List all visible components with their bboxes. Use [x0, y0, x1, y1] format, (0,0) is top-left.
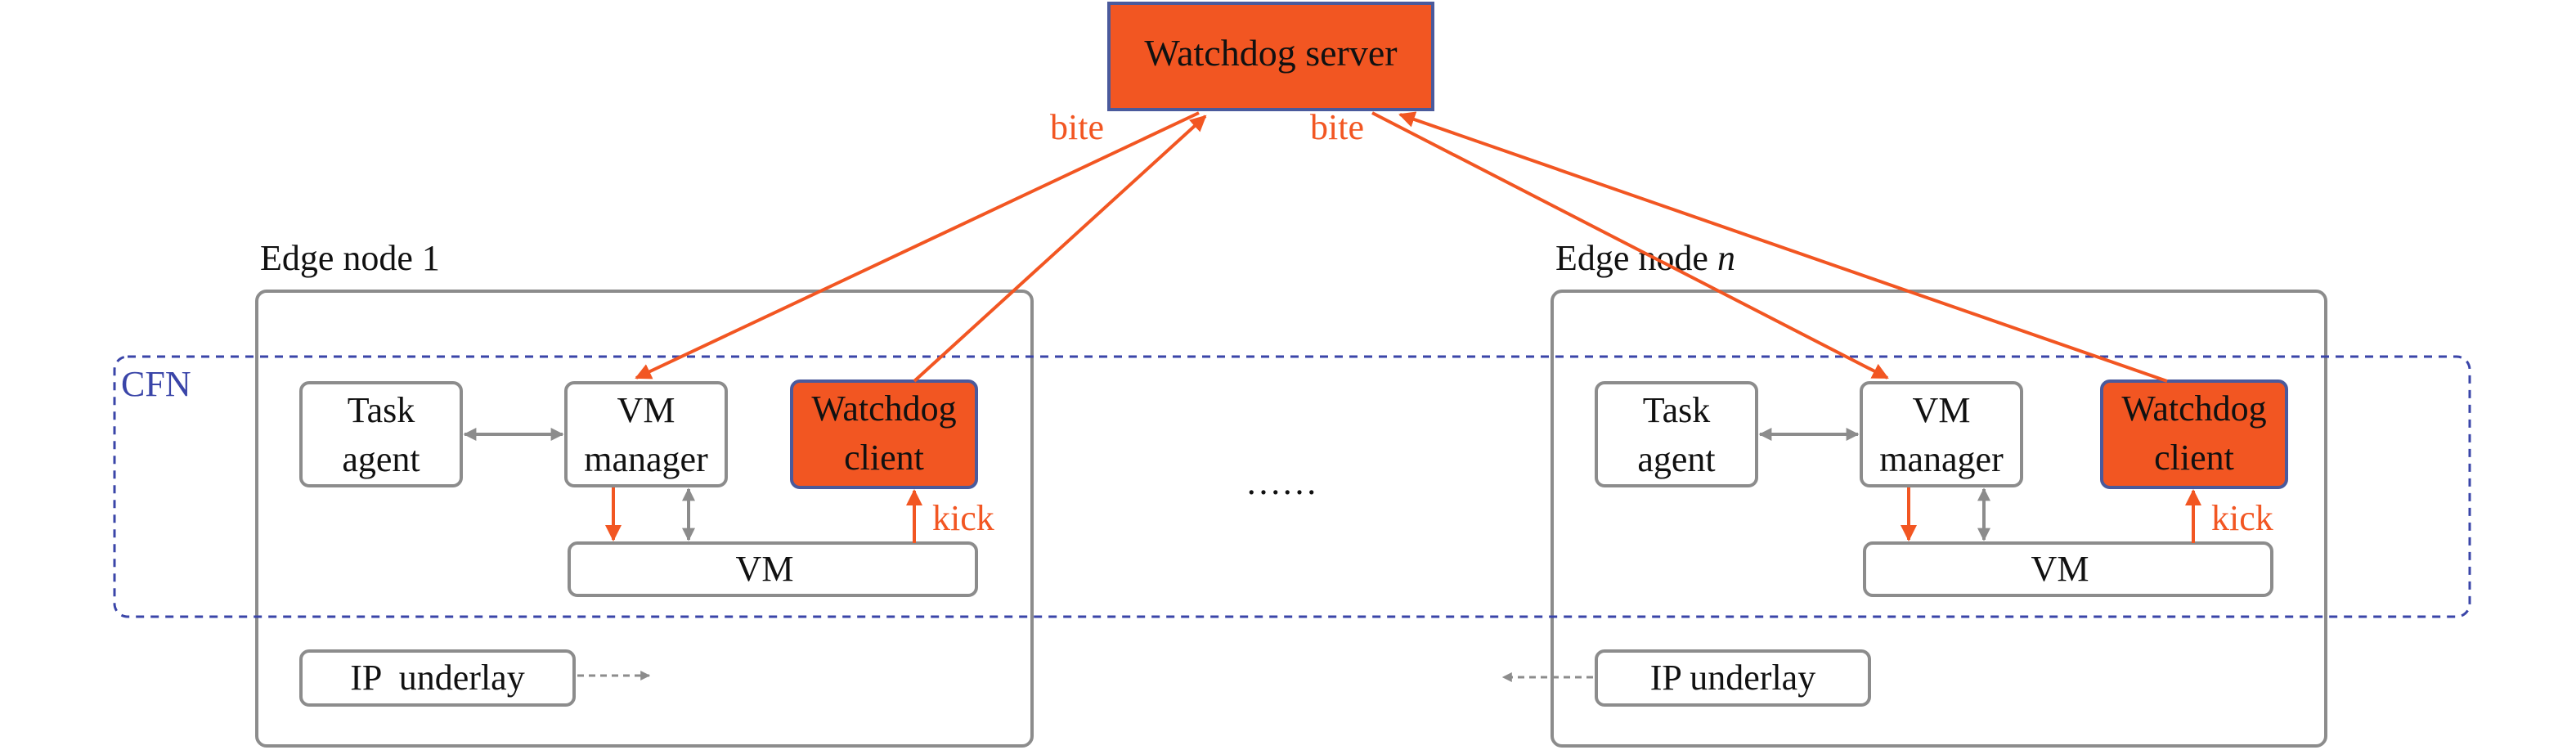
bite-arrow-noden	[1371, 111, 1889, 379]
watchdog-server-box	[1107, 2, 1434, 111]
node1-ip-underlay-box	[299, 649, 576, 707]
bite-label-right: bite	[1310, 107, 1364, 147]
edge-node-n-box	[1551, 290, 2327, 748]
client-to-server-arrow-node1	[913, 115, 1207, 383]
noden-vm-manager-box	[1860, 381, 2023, 487]
node1-vm-box	[568, 541, 978, 597]
noden-vm-label: VM	[2031, 549, 2089, 589]
bite-label-left: bite	[1050, 107, 1104, 147]
watchdog-server-label: Watchdog server	[1144, 32, 1397, 74]
cfn-label: CFN	[121, 364, 191, 404]
bite-arrow-node1	[635, 111, 1200, 379]
noden-kick-label: kick	[2211, 498, 2273, 538]
noden-watchdog-client-box	[2100, 379, 2288, 489]
node1-vm-manager-box	[564, 381, 728, 487]
node1-ip-underlay-label: IP underlay	[350, 658, 524, 698]
noden-ip-underlay-box	[1595, 649, 1871, 707]
node1-vm-label: VM	[736, 549, 794, 589]
node1-task-agent-box	[299, 381, 463, 487]
node1-kick-label: kick	[932, 498, 994, 538]
noden-vm-box	[1863, 541, 2273, 597]
edge-node-1-title: Edge node 1	[260, 238, 440, 278]
edge-node-n-title: Edge node n	[1555, 238, 1735, 278]
noden-task-agent-box	[1595, 381, 1758, 487]
client-to-server-arrow-noden	[1398, 111, 2168, 383]
node1-watchdog-client-box	[790, 379, 978, 489]
cfn-region	[113, 355, 2471, 618]
ellipsis: ……	[1245, 462, 1317, 502]
noden-ip-underlay-label: IP underlay	[1650, 658, 1815, 698]
edge-node-1-box	[255, 290, 1034, 748]
